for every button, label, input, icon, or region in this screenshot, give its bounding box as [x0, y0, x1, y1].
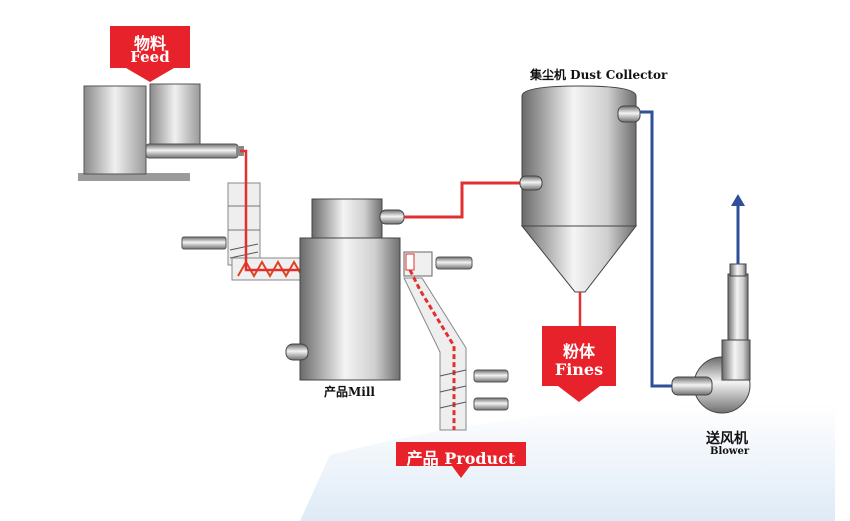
blower-label-en: Blower — [710, 446, 750, 457]
feed-label-cn: 物料 — [133, 34, 166, 53]
mill-label: 产品Mill — [324, 385, 375, 399]
feed-line — [240, 149, 300, 272]
mill — [285, 198, 405, 381]
dust-collector-label: 集尘机 Dust Collector — [530, 68, 668, 82]
feed-hopper — [78, 83, 244, 181]
product-label: 产品 Product — [406, 449, 516, 468]
product-callout — [396, 442, 526, 478]
feed-label-en: Feed — [130, 48, 170, 66]
feed-callout — [110, 26, 190, 82]
floor-shadow — [300, 403, 835, 521]
fines-callout — [542, 326, 616, 402]
exhaust-arrow — [731, 194, 745, 264]
fines-label-cn: 粉体 — [562, 342, 595, 361]
blower — [671, 263, 751, 414]
return-line — [640, 110, 674, 388]
blower-label-cn: 送风机 — [706, 431, 748, 447]
fines-label-en: Fines — [554, 360, 604, 379]
dust-collector — [519, 85, 641, 293]
feed-chute — [181, 182, 261, 266]
air-line — [404, 181, 522, 219]
product-chute — [403, 251, 509, 431]
